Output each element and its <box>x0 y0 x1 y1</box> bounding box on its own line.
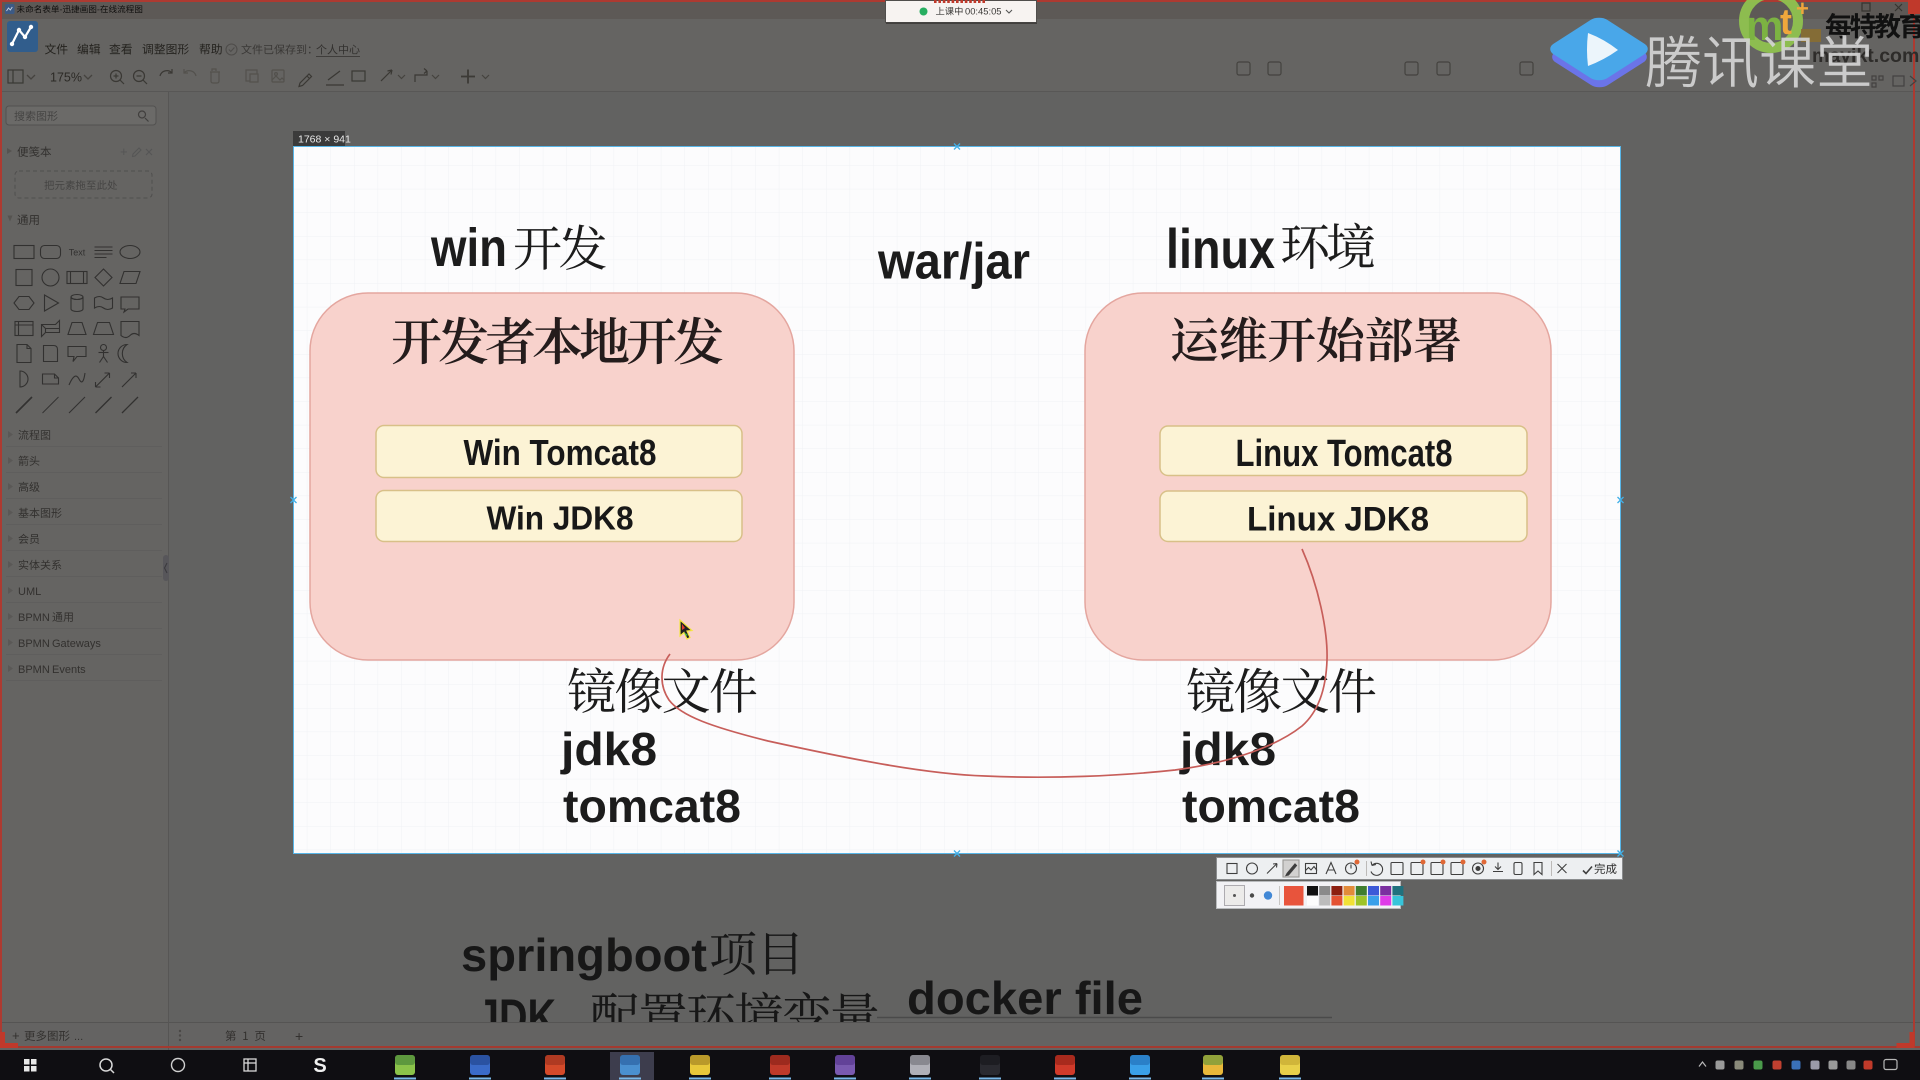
svg-text:BPMN: BPMN <box>18 664 50 676</box>
svg-text:+: + <box>120 144 128 159</box>
svg-text:S: S <box>313 1055 326 1077</box>
svg-text:Linux Tomcat8: Linux Tomcat8 <box>1236 433 1453 475</box>
svg-text:Linux JDK8: Linux JDK8 <box>1247 501 1429 539</box>
svg-text:tomcat8: tomcat8 <box>563 780 741 832</box>
svg-text:linux: linux <box>1166 217 1275 280</box>
svg-text:+: + <box>1796 0 1809 21</box>
svg-text:win: win <box>430 218 507 278</box>
svg-text:t: t <box>1780 1 1792 42</box>
svg-text:...: ... <box>74 1031 83 1043</box>
svg-text:+: + <box>295 1028 303 1044</box>
svg-text:UML: UML <box>18 586 41 598</box>
svg-text:Text: Text <box>69 248 86 258</box>
svg-text:springboot: springboot <box>461 929 707 981</box>
svg-text:war/jar: war/jar <box>877 233 1030 290</box>
svg-text:jdk8: jdk8 <box>560 723 657 775</box>
svg-text:+: + <box>12 1028 20 1043</box>
svg-text:Win JDK8: Win JDK8 <box>487 501 634 538</box>
svg-text:1768 × 941: 1768 × 941 <box>298 134 351 146</box>
svg-text:Win Tomcat8: Win Tomcat8 <box>464 432 657 473</box>
svg-text:BPMN: BPMN <box>18 612 50 624</box>
svg-text:m: m <box>1746 2 1783 49</box>
svg-text:Events: Events <box>52 664 86 676</box>
svg-text:175%: 175% <box>50 71 82 85</box>
svg-text:tomcat8: tomcat8 <box>1182 780 1360 832</box>
svg-text:BPMN: BPMN <box>18 638 50 650</box>
svg-text:docker file: docker file <box>907 972 1143 1024</box>
svg-text:Gateways: Gateways <box>52 638 101 650</box>
svg-text:00:45:05: 00:45:05 <box>965 6 1002 17</box>
